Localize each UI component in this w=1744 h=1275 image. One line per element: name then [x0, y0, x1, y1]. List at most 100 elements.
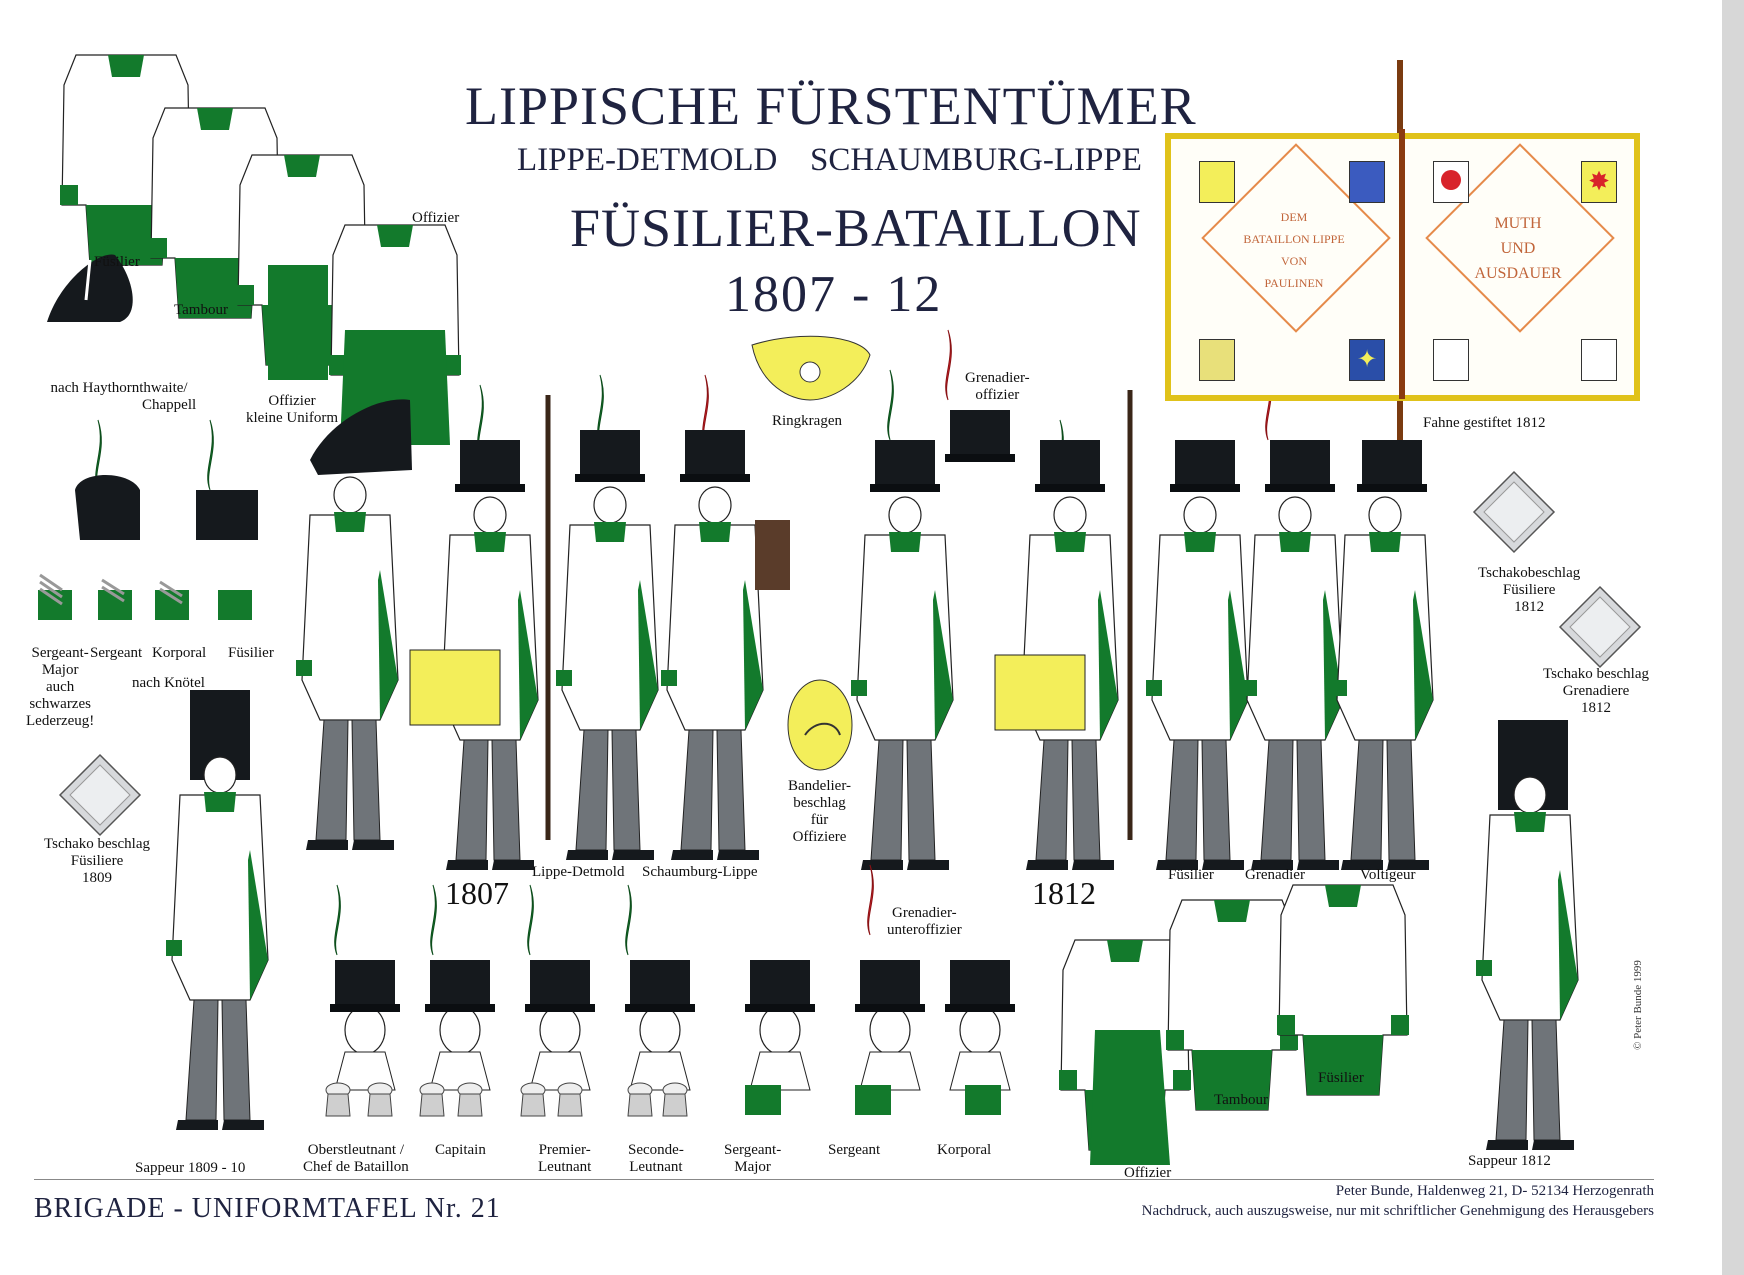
unit-title: FÜSILIER-BATAILLON [570, 198, 1142, 258]
caption-line: Tschako beschlag [44, 836, 150, 852]
sapeur-right [1475, 720, 1579, 1151]
flag-text-line: AUSDAUER [1474, 265, 1562, 282]
caption-line: Major [41, 662, 79, 678]
caption-tschako-1809: Tschako beschlag Füsiliere 1809 [44, 836, 150, 887]
caption-nach-knoetel: nach Knötel [132, 675, 205, 691]
caption-rank-sergeant: Sergeant [90, 645, 143, 661]
caption-line: Grenadiere [1562, 683, 1630, 699]
epaulettes-row [325, 1082, 688, 1117]
caption-line: 1812 [1581, 700, 1611, 716]
year-1812-label: 1812 [1032, 875, 1096, 911]
caption-offizier-kleine-uniform: Offizier kleine Uniform [246, 393, 338, 427]
caption-line: Major [734, 1159, 771, 1175]
flag-text-line: BATAILLON LIPPE [1243, 232, 1345, 246]
caption-line: auch [45, 679, 75, 695]
officer-bicorne-figure [295, 399, 412, 851]
copyright-note: © Peter Bunde 1999 [1632, 960, 1644, 1050]
caption-hat-note: nach Haythornthwaite/ Chappell [42, 380, 197, 414]
caption-line: kleine Uniform [246, 410, 339, 426]
caption-grenadier-offizier: Grenadier- offizier [965, 370, 1030, 404]
caption-premier-leutnant: Premier- Leutnant [538, 1142, 591, 1176]
caption-line: unteroffizier [887, 922, 962, 938]
flag-pole [1399, 129, 1405, 399]
flag-text-line: DEM [1280, 210, 1308, 224]
caption-line: Offizier [268, 393, 316, 409]
ringkragen-icon [751, 335, 871, 401]
caption-korporal-bottom: Korporal [937, 1142, 992, 1158]
caption-line: Chappell [142, 397, 197, 413]
caption-line: Tschako beschlag [1543, 666, 1649, 682]
page-title: LIPPISCHE FÜRSTENTÜMER [465, 76, 1197, 136]
caption-line: Oberstleutnant / [307, 1142, 405, 1158]
flag-coat-of-arms-icon [1349, 161, 1385, 203]
subtitle-lippe-detmold: LIPPE-DETMOLD [517, 142, 778, 178]
caption-line: Grenadier- [965, 370, 1030, 386]
caption-line: Tschakobeschlag [1478, 565, 1581, 581]
bandelier-icon [787, 679, 853, 771]
publisher-address: Peter Bunde, Haldenweg 21, D- 52134 Herz… [1335, 1183, 1654, 1199]
flag-coat-of-arms-icon [1581, 339, 1617, 381]
flag-star-icon: ✸ [1581, 161, 1617, 203]
caption-bandelier: Bandelier- beschlag für Offiziere [788, 778, 851, 846]
year-1807-label: 1807 [445, 875, 509, 911]
caption-sapeur-right: Sappeur 1812 [1468, 1153, 1551, 1169]
caption-line: Leutnant [538, 1159, 592, 1175]
footer-divider [34, 1179, 1654, 1180]
flag: DEM BATAILLON LIPPE VON PAULINEN MUTH UN… [1165, 129, 1640, 401]
caption-flag: Fahne gestiftet 1812 [1423, 415, 1546, 431]
figures-1807 [409, 374, 790, 871]
flag-text-line: UND [1500, 240, 1536, 257]
jacket-offizier-top [235, 154, 369, 380]
tschako-plate-1809 [59, 754, 141, 836]
caption-rank-korporal: Korporal [152, 645, 207, 661]
flag-eagle-icon: ✦ [1349, 339, 1385, 381]
caption-seconde-leutnant: Seconde- Leutnant [628, 1142, 684, 1176]
caption-line: Leutnant [629, 1159, 683, 1175]
caption-line: Lederzeug! [26, 713, 95, 729]
caption-tschako-gren-1812: Tschako beschlag Grenadiere 1812 [1543, 666, 1649, 717]
caption-line: 1812 [1514, 599, 1545, 615]
caption-sapeur-left: Sappeur 1809 - 10 [135, 1160, 246, 1176]
caption-line: Grenadier- [892, 905, 957, 921]
subtitle-schaumburg-lippe: SCHAUMBURG-LIPPE [810, 142, 1142, 178]
caption-line: Seconde- [628, 1142, 684, 1158]
caption-lippe-detmold: Lippe-Detmold [532, 864, 625, 880]
caption-voltigeur-1812: Voltigeur [1360, 867, 1416, 883]
flag-coat-of-arms-icon [1433, 339, 1469, 381]
caption-line: für [810, 812, 829, 828]
caption-line: Premier- [538, 1142, 591, 1158]
caption-tambour-top: Tambour [174, 302, 228, 318]
caption-tambour-bottom: Tambour [1214, 1092, 1268, 1108]
caption-sergeant-bottom: Sergeant [828, 1142, 881, 1158]
caption-line: Bandelier- [788, 778, 852, 794]
caption-capitain: Capitain [435, 1142, 486, 1158]
flag-rose-icon [1433, 161, 1469, 203]
caption-ringkragen: Ringkragen [772, 413, 842, 429]
caption-offizier-top: Offizier [412, 210, 460, 226]
caption-grenadier-1812: Grenadier [1245, 867, 1305, 883]
flag-coat-of-arms-icon [1199, 161, 1235, 203]
caption-line: 1809 [82, 870, 112, 886]
caption-rank-sergeant-major: Sergeant- Major auch schwarzes Lederzeug… [26, 645, 94, 730]
flag-right-text: MUTH UND AUSDAUER [1443, 211, 1593, 286]
caption-line: Sergeant- [724, 1142, 782, 1158]
caption-line: Offiziere [792, 829, 847, 845]
caption-tschako-fus-1812: Tschakobeschlag Füsiliere 1812 [1478, 565, 1580, 616]
caption-line: schwarzes [29, 696, 91, 712]
caption-rank-fusilier: Füsilier [228, 645, 274, 661]
caption-line: offizier [975, 387, 1020, 403]
caption-oberstleutnant: Oberstleutnant / Chef de Bataillon [303, 1142, 409, 1176]
series-title: BRIGADE - UNIFORMTAFEL Nr. 21 [34, 1193, 501, 1224]
caption-line: nach Haythornthwaite/ [50, 380, 188, 396]
reprint-notice: Nachdruck, auch auszugsweise, nur mit sc… [1141, 1203, 1654, 1219]
caption-fusilier-top: Füsilier [94, 254, 140, 270]
flag-left-text: DEM BATAILLON LIPPE VON PAULINEN [1219, 206, 1369, 294]
sapeur-left [165, 690, 269, 1131]
caption-line: Chef de Bataillon [303, 1159, 409, 1175]
caption-line: Füsiliere [1502, 582, 1556, 598]
caption-offizier-bottom: Offizier [1124, 1165, 1172, 1181]
caption-line: beschlag [793, 795, 846, 811]
tschako-plate-fus-1812 [1473, 471, 1555, 553]
caption-sergeant-major-bottom: Sergeant- Major [724, 1142, 781, 1176]
